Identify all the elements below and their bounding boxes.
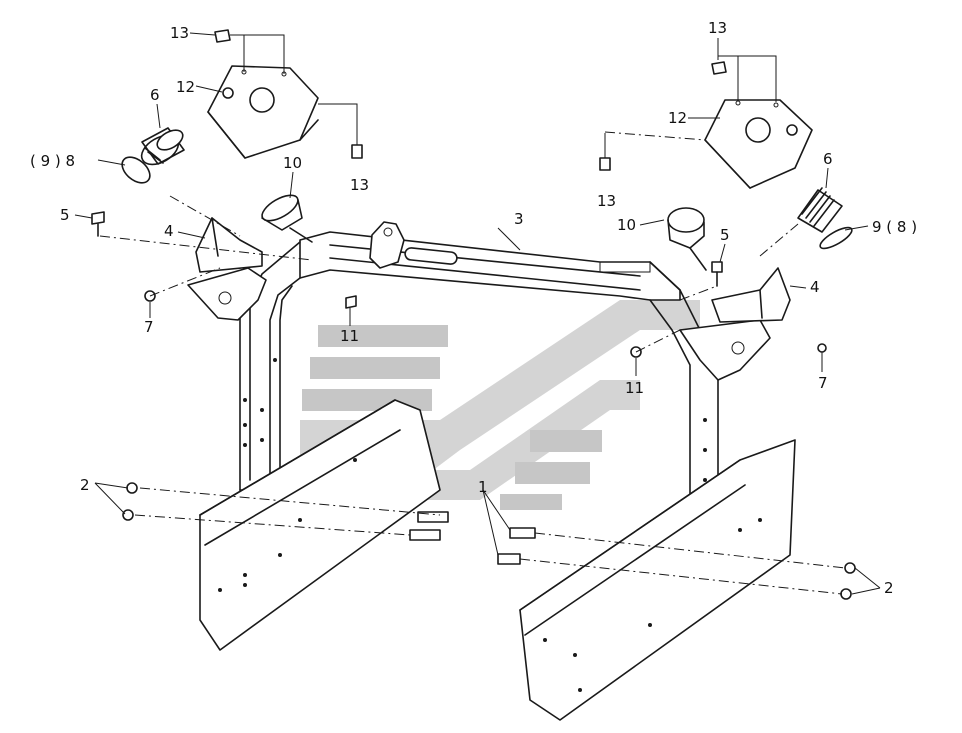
- callout-6-left: 6: [150, 86, 160, 104]
- callout-13-bottom-right: 13: [597, 192, 616, 210]
- right-shock-pad: [667, 207, 707, 271]
- left-mount-bracket: [207, 65, 319, 159]
- callout-1-bolts: 1: [478, 478, 488, 496]
- callout-labels: 13 12 6 ( 9 ) 8 13 10 5 4 3 7 11 2 1 13 …: [30, 19, 917, 597]
- callout-3-frame: 3: [514, 210, 524, 228]
- left-support-bracket: [195, 217, 263, 273]
- callout-6-right: 6: [823, 150, 833, 168]
- callout-13-bottom-left: 13: [350, 176, 369, 194]
- right-rubber-cushion: [797, 187, 843, 233]
- callout-4-left: 4: [164, 222, 174, 240]
- callout-5-right: 5: [720, 226, 730, 244]
- callout-11-left: 11: [340, 327, 359, 345]
- callout-10-right: 10: [617, 216, 636, 234]
- callout-12-right: 12: [668, 109, 687, 127]
- right-support-bracket: [711, 267, 791, 323]
- callout-2-left: 2: [80, 476, 90, 494]
- callout-11-right: 11: [625, 379, 644, 397]
- callout-12-left: 12: [176, 78, 195, 96]
- leader-lines: [74, 32, 881, 595]
- left-washer: [121, 156, 151, 184]
- callout-5-left: 5: [60, 206, 70, 224]
- callout-13-top-left: 13: [170, 24, 189, 42]
- callout-2-right: 2: [884, 579, 894, 597]
- callout-7-left: 7: [144, 318, 154, 336]
- assembly-lines: [99, 131, 846, 595]
- left-side-rail: [199, 399, 441, 651]
- callout-13-top-right: 13: [708, 19, 727, 37]
- right-side-rail: [519, 439, 796, 721]
- left-shock-pad: [261, 194, 313, 243]
- callout-4-right: 4: [810, 278, 820, 296]
- right-mount-bracket: [704, 99, 813, 189]
- fasteners: [91, 29, 856, 600]
- callout-7-right: 7: [818, 374, 828, 392]
- callout-9-8-right: 9 ( 8 ): [872, 218, 917, 236]
- callout-10-left: 10: [283, 154, 302, 172]
- left-rubber-cushion: [140, 127, 185, 166]
- callout-9-8-left: ( 9 ) 8: [30, 152, 75, 170]
